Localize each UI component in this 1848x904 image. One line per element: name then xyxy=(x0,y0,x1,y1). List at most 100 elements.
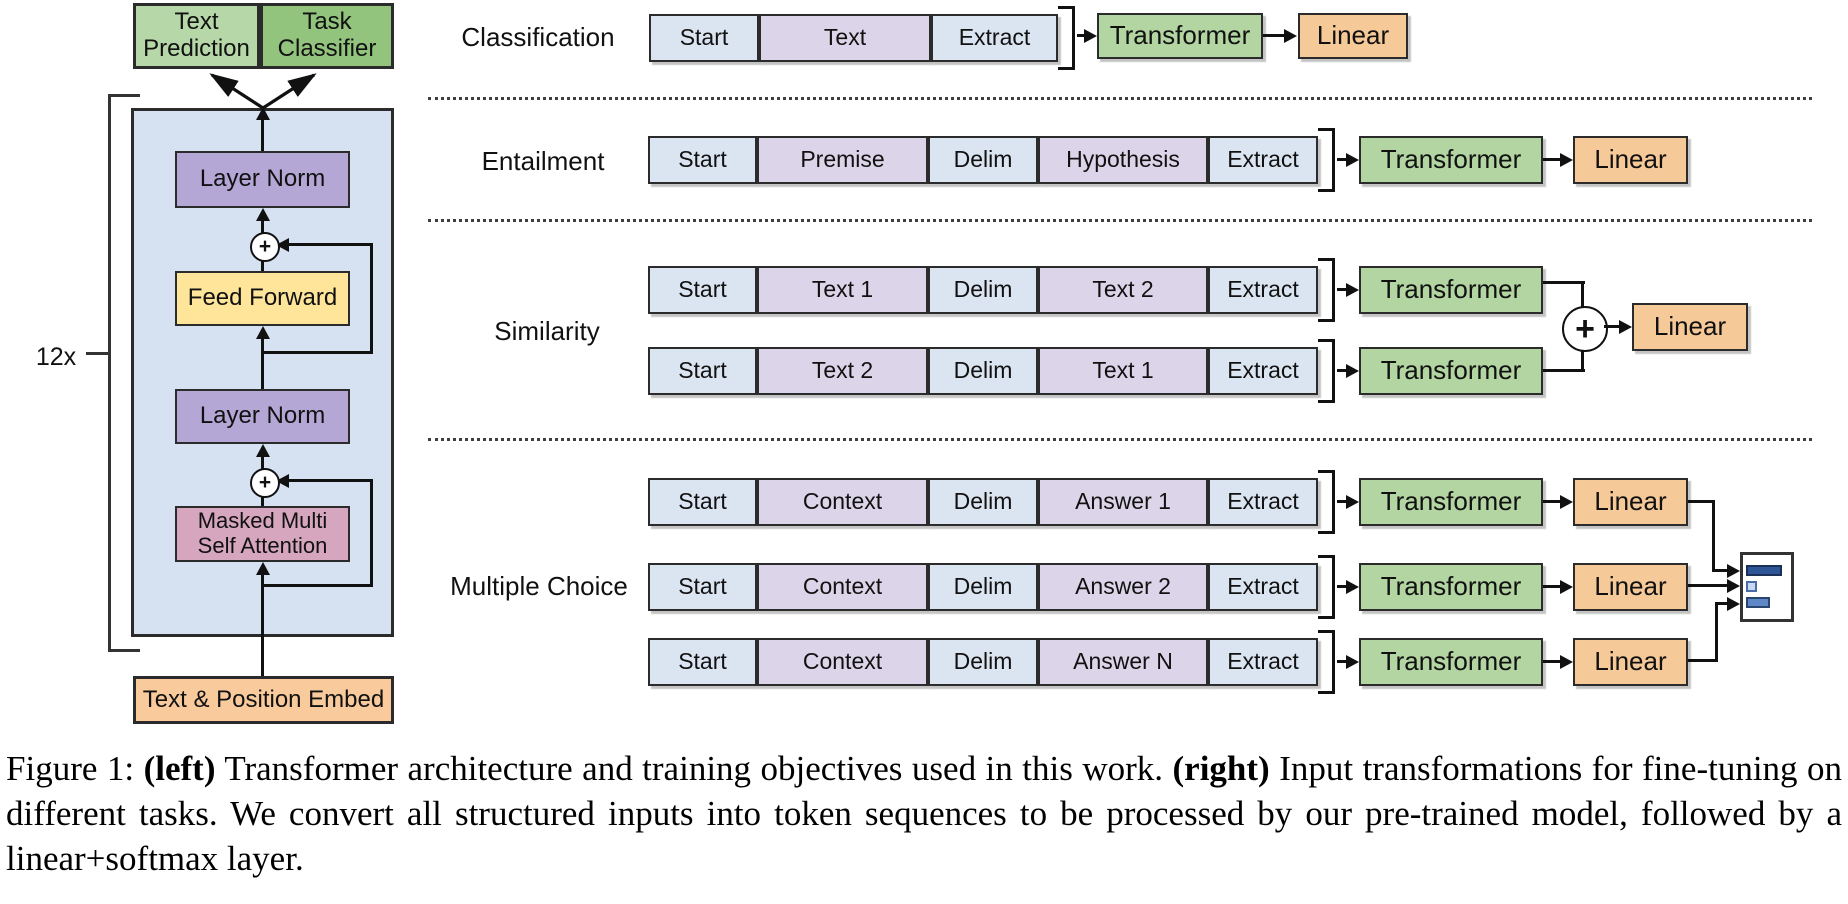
bracket-arm xyxy=(1318,400,1332,403)
task-label-classification: Classification xyxy=(461,22,615,52)
probability-bar-1 xyxy=(1746,565,1782,576)
bracket xyxy=(1332,470,1335,534)
token-start: Start xyxy=(649,14,759,62)
token-context: Context xyxy=(757,638,928,686)
bracket-arm xyxy=(1318,470,1332,473)
combine-line xyxy=(1543,281,1585,284)
token-start: Start xyxy=(648,347,757,395)
softmax-output-box xyxy=(1740,552,1794,622)
linear-box: Linear xyxy=(1573,136,1688,184)
transformer-box: Transformer xyxy=(1359,347,1543,395)
embed-box: Text & Position Embed xyxy=(133,676,394,724)
stem-line xyxy=(261,221,264,233)
caption-left-tag: (left) xyxy=(143,749,216,788)
token-text1: Text 1 xyxy=(757,266,928,314)
token-extract: Extract xyxy=(1208,638,1318,686)
caption-figure-label: Figure 1: xyxy=(6,749,135,788)
stem-line xyxy=(261,574,264,678)
task-classifier-head-box: Task Classifier xyxy=(260,3,394,69)
masked-attention-line1: Masked Multi xyxy=(197,508,328,534)
masked-attention-line2: Self Attention xyxy=(197,533,328,558)
token-answer2: Answer 2 xyxy=(1038,563,1208,611)
task-label-entailment: Entailment xyxy=(481,146,605,176)
arrow-line xyxy=(1263,34,1287,37)
layer-norm-box-top: Layer Norm xyxy=(175,151,350,208)
plus-circle-icon: + xyxy=(250,468,280,498)
caption-right-tag: (right) xyxy=(1172,749,1270,788)
arrow-to-task-classifier xyxy=(262,73,317,110)
residual-line xyxy=(288,479,373,482)
arrow-to-text-prediction xyxy=(209,73,264,110)
linear-box: Linear xyxy=(1573,478,1688,526)
output-line xyxy=(1712,500,1715,571)
token-text1: Text 1 xyxy=(1038,347,1208,395)
token-text: Text xyxy=(759,14,931,62)
combine-line xyxy=(1543,369,1585,372)
linear-box: Linear xyxy=(1298,13,1408,59)
arrow-line xyxy=(1337,585,1348,588)
token-delim: Delim xyxy=(928,266,1038,314)
token-start: Start xyxy=(648,478,757,526)
arrow-right-icon xyxy=(1560,580,1573,594)
arrow-line xyxy=(1337,158,1348,161)
repeat-bracket-top-arm xyxy=(108,94,140,97)
arrow-line xyxy=(1543,585,1562,588)
arrow-line xyxy=(1543,660,1562,663)
stem-line xyxy=(261,493,264,507)
feed-forward-box: Feed Forward xyxy=(175,271,350,326)
plus-circle-icon: + xyxy=(250,232,280,262)
linear-box: Linear xyxy=(1573,563,1688,611)
output-line xyxy=(1715,602,1727,605)
dotted-separator xyxy=(428,219,1812,222)
token-start: Start xyxy=(648,563,757,611)
task-label-similarity: Similarity xyxy=(494,316,600,346)
residual-line xyxy=(370,243,373,354)
repeat-count-label: 12x xyxy=(35,343,77,371)
arrow-line xyxy=(1337,660,1348,663)
token-extract: Extract xyxy=(1208,136,1318,184)
linear-box: Linear xyxy=(1573,638,1688,686)
arrow-up-icon xyxy=(256,208,270,221)
masked-attention-box: Masked Multi Self Attention xyxy=(175,506,350,562)
bracket-arm xyxy=(1318,189,1332,192)
output-line xyxy=(1688,500,1715,503)
token-premise: Premise xyxy=(757,136,928,184)
arrow-line xyxy=(1077,34,1085,37)
stem-line xyxy=(261,257,264,272)
bracket-arm xyxy=(1058,67,1072,70)
residual-line xyxy=(263,351,373,354)
output-line xyxy=(1715,603,1718,662)
bracket xyxy=(1332,339,1335,403)
residual-line xyxy=(370,479,373,587)
token-context: Context xyxy=(757,563,928,611)
token-delim: Delim xyxy=(928,136,1038,184)
caption-left-text: Transformer architecture and training ob… xyxy=(224,749,1163,788)
bracket-arm xyxy=(1318,319,1332,322)
dotted-separator xyxy=(428,97,1812,100)
token-text2: Text 2 xyxy=(757,347,928,395)
output-line xyxy=(1688,659,1718,662)
arrow-up-icon xyxy=(256,107,270,120)
bracket-arm xyxy=(1318,616,1332,619)
probability-bar-2 xyxy=(1746,581,1757,592)
linear-box: Linear xyxy=(1632,303,1748,351)
stem-line xyxy=(261,120,264,152)
arrow-right-icon xyxy=(1619,320,1632,334)
head-arrows xyxy=(209,73,317,110)
bracket xyxy=(1332,630,1335,694)
token-context: Context xyxy=(757,478,928,526)
arrow-up-icon xyxy=(256,562,270,575)
transformer-box: Transformer xyxy=(1097,13,1263,59)
transformer-box: Transformer xyxy=(1359,266,1543,314)
arrow-right-icon xyxy=(1560,153,1573,167)
token-start: Start xyxy=(648,638,757,686)
arrow-line xyxy=(1337,288,1348,291)
bracket-arm xyxy=(1058,6,1072,9)
arrow-right-icon xyxy=(1346,580,1359,594)
bracket xyxy=(1332,258,1335,322)
residual-line xyxy=(263,584,373,587)
bracket-arm xyxy=(1318,691,1332,694)
repeat-bracket-tick xyxy=(86,352,108,355)
token-delim: Delim xyxy=(928,347,1038,395)
arrow-right-icon xyxy=(1084,29,1097,43)
